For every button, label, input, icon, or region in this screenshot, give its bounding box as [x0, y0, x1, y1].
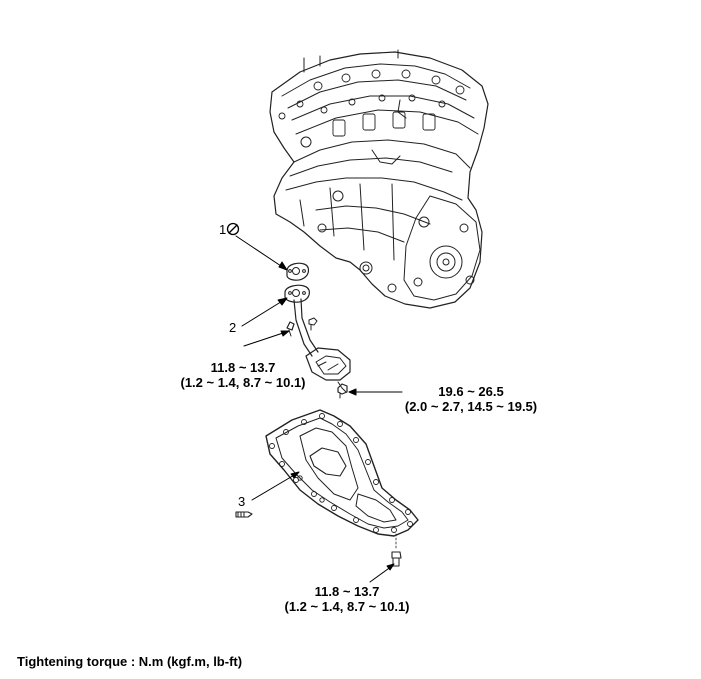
leader-2-arrowhead [277, 297, 288, 306]
torque-nm: 11.8 ~ 13.7 [314, 584, 380, 599]
leader-torque-3 [369, 565, 393, 583]
leader-1 [235, 235, 285, 269]
oil-screen-bolt [286, 321, 295, 337]
torque-nm: 11.8 ~ 13.7 [210, 360, 276, 375]
leader-3 [251, 473, 297, 501]
leader-torque-2-arrowhead [348, 388, 357, 396]
callout-1: 1 [219, 222, 227, 237]
torque-label-bracket: 19.6 ~ 26.5 (2.0 ~ 2.7, 14.5 ~ 19.5) [404, 384, 538, 414]
torque-nm: 19.6 ~ 26.5 [438, 384, 504, 399]
engine-block [269, 49, 489, 309]
bracket-bolt [337, 383, 348, 399]
leader-lines [235, 235, 403, 583]
torque-alt: (1.2 ~ 1.4, 8.7 ~ 10.1) [284, 599, 410, 614]
pan-side-bolt [235, 511, 253, 518]
leader-3-arrowhead [290, 471, 300, 479]
no-reuse-icon [226, 222, 240, 236]
leader-torque-1-arrowhead [280, 330, 290, 337]
leader-1-arrowhead [278, 261, 288, 271]
torque-label-oil-pan: 11.8 ~ 13.7 (1.2 ~ 1.4, 8.7 ~ 10.1) [282, 584, 412, 614]
oil-screen-nut [308, 317, 318, 331]
torque-alt: (1.2 ~ 1.4, 8.7 ~ 10.1) [180, 375, 306, 390]
callout-2: 2 [229, 320, 237, 335]
oil-screen-gasket [286, 262, 310, 281]
torque-unit-legend: Tightening torque : N.m (kgf.m, lb-ft) [17, 654, 243, 669]
drain-bolt [391, 533, 402, 567]
oil-pan [265, 409, 419, 537]
leader-torque-3-arrowhead [386, 563, 395, 571]
oil-screen [284, 284, 351, 393]
torque-label-oil-screen: 11.8 ~ 13.7 (1.2 ~ 1.4, 8.7 ~ 10.1) [160, 360, 326, 390]
leader-2 [241, 299, 285, 327]
torque-alt: (2.0 ~ 2.7, 14.5 ~ 19.5) [404, 399, 538, 414]
callout-3: 3 [238, 494, 246, 509]
leader-torque-1 [243, 331, 287, 347]
